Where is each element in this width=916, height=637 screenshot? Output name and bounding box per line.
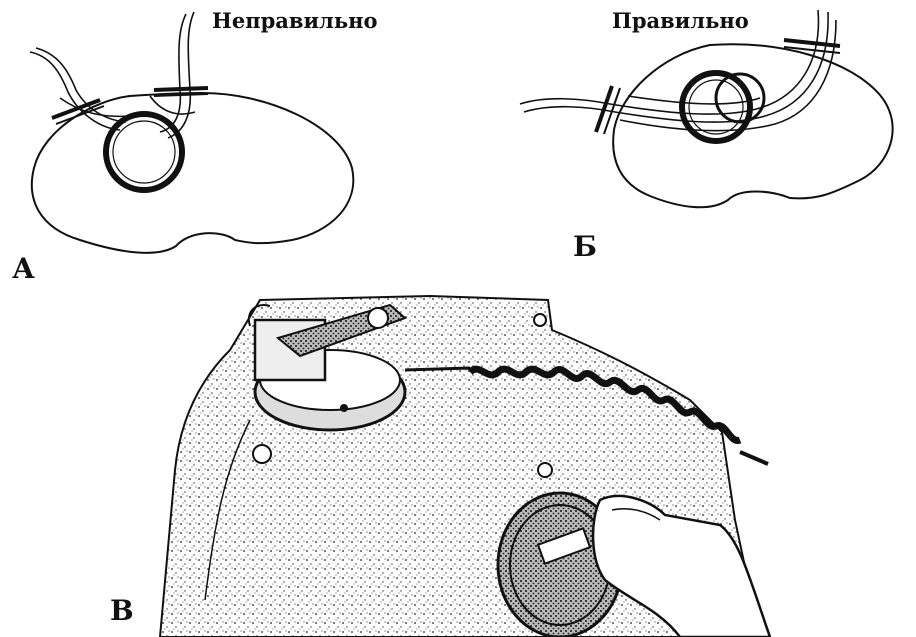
panel-a-ring — [106, 114, 182, 190]
panel-a-hose-left — [30, 48, 130, 130]
panel-b-clamp-top — [784, 40, 840, 46]
caption-incorrect: Неправильно — [212, 8, 377, 33]
panel-v-button — [538, 463, 552, 477]
panel-a — [30, 12, 353, 253]
panel-a-outline — [32, 93, 353, 253]
panel-v — [160, 296, 770, 637]
panel-v-button — [534, 314, 546, 326]
panel-a-clamp-top — [154, 88, 208, 90]
panel-label-a: А — [12, 252, 35, 285]
panel-label-v: В — [110, 594, 134, 627]
caption-correct: Правильно — [612, 8, 749, 33]
panel-label-b: Б — [573, 230, 597, 263]
panel-b — [520, 10, 893, 207]
panel-v-upper-device — [249, 305, 405, 430]
panel-v-button — [253, 445, 271, 463]
